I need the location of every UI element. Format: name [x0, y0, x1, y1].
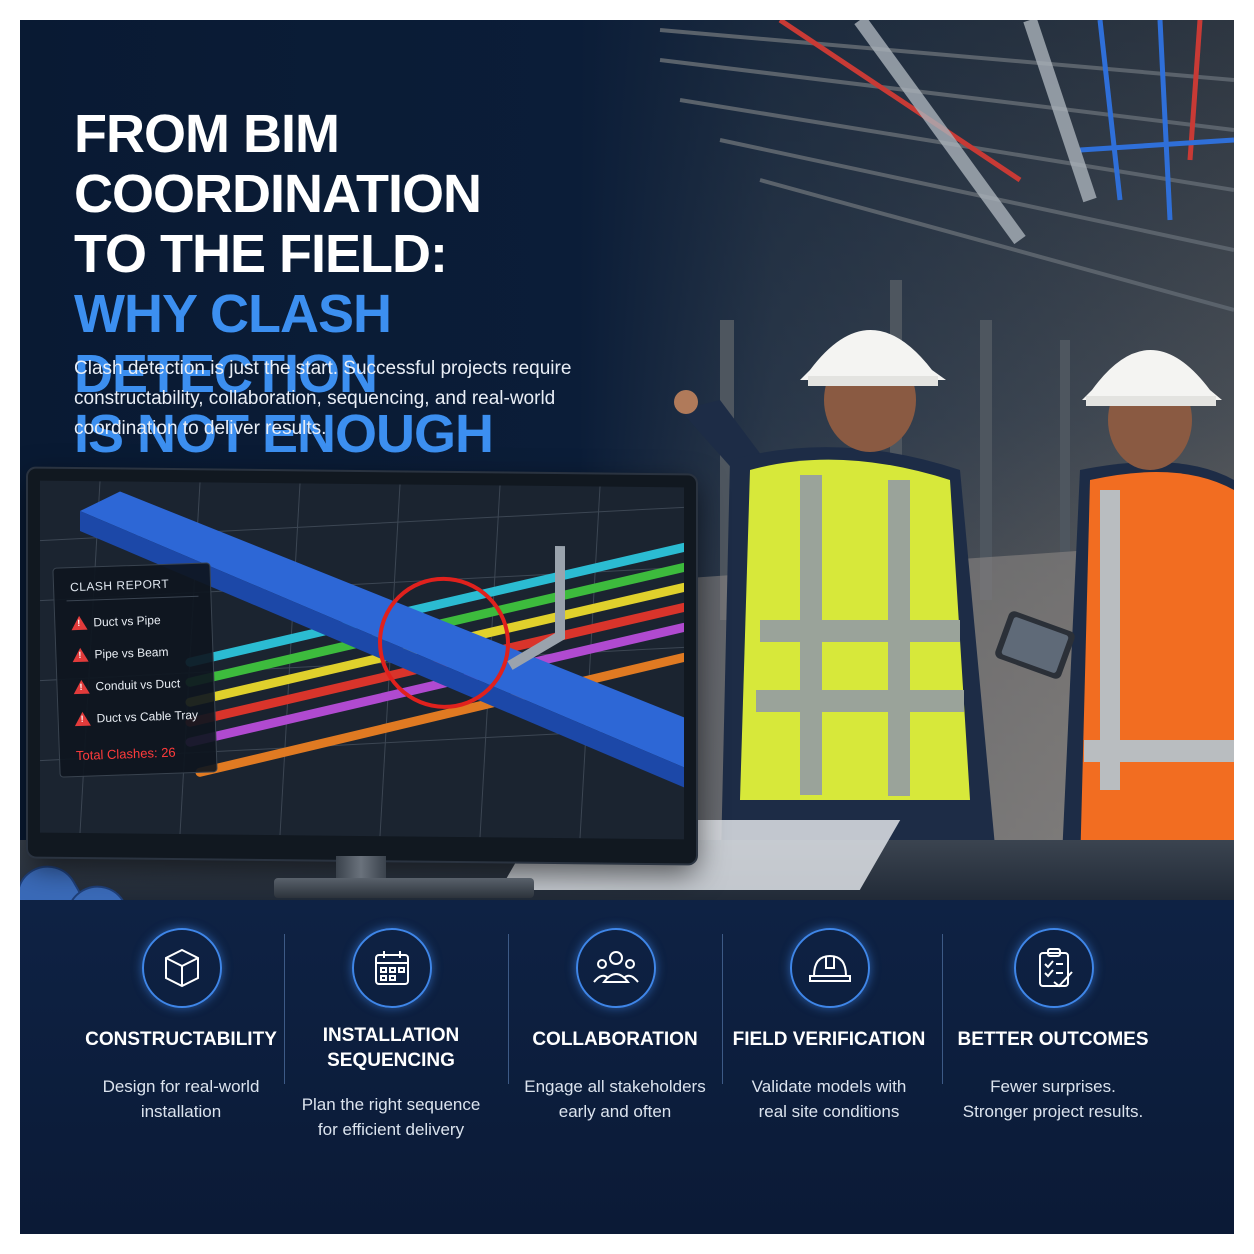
clash-item[interactable]: Pipe vs Beam [72, 644, 169, 663]
clash-report-title: CLASH REPORT [69, 576, 170, 595]
feature-divider [284, 934, 285, 1084]
feature-desc-line-1: Validate models with [751, 1077, 907, 1096]
feature-title: CONSTRUCTABILITY [85, 1029, 277, 1050]
clash-item[interactable]: Duct vs Cable Tray [74, 707, 199, 727]
bim-model-illustration [40, 481, 684, 839]
clash-report-panel: CLASH REPORT Duct vs Pipe Pipe vs Beam C… [52, 562, 218, 778]
monitor-base [274, 878, 534, 898]
feature-divider [508, 934, 509, 1084]
team-icon [576, 928, 656, 1008]
feature-title-line-2: SEQUENCING [327, 1050, 455, 1071]
features-band: CONSTRUCTABILITY Design for real-world i… [20, 900, 1234, 1234]
feature-desc-line-2: for efficient delivery [317, 1120, 465, 1139]
workers-illustration [674, 330, 1234, 900]
intro-text: Clash detection is just the start. Succe… [74, 358, 572, 439]
checklist-icon [1014, 928, 1094, 1008]
clash-item-label: Pipe vs Beam [94, 644, 169, 662]
warning-icon [72, 647, 89, 663]
feature-desc-line-2: Stronger project results. [962, 1102, 1144, 1121]
clash-item[interactable]: Duct vs Pipe [71, 613, 161, 631]
clash-item[interactable]: Conduit vs Duct [73, 676, 181, 695]
headline: FROM BIM COORDINATION TO THE FIELD: WHY … [74, 104, 694, 464]
feature-desc-line-1: Design for real-world [102, 1077, 260, 1096]
feature-title: FIELD VERIFICATION [732, 1029, 926, 1050]
feature-divider [722, 934, 723, 1084]
feature-installation-sequencing: INSTALLATION SEQUENCING Plan the right s… [284, 900, 498, 1234]
clash-item-label: Duct vs Pipe [93, 613, 161, 630]
total-clashes: Total Clashes: 26 [75, 744, 176, 764]
headline-line-2: TO THE FIELD: [74, 224, 448, 284]
feature-better-outcomes: BETTER OUTCOMES Fewer surprises. Stronge… [946, 900, 1160, 1234]
warning-icon [74, 711, 91, 727]
warning-icon [71, 615, 88, 631]
feature-divider [942, 934, 943, 1084]
feature-title-line-1: INSTALLATION [322, 1025, 460, 1046]
feature-desc-line-1: Plan the right sequence [301, 1095, 481, 1114]
headline-line-4: IS NOT ENOUGH [74, 404, 494, 464]
feature-desc-line-2: real site conditions [758, 1102, 900, 1121]
monitor [28, 468, 696, 864]
clash-item-label: Duct vs Cable Tray [96, 707, 199, 726]
feature-desc-line-2: early and often [558, 1102, 672, 1121]
poster: FROM BIM COORDINATION TO THE FIELD: WHY … [20, 20, 1234, 1234]
feature-desc-line-1: Engage all stakeholders [524, 1077, 706, 1096]
bim-model-view[interactable] [40, 480, 684, 840]
headline-line-1: FROM BIM COORDINATION [74, 104, 482, 224]
feature-desc-line-1: Fewer surprises. [990, 1077, 1116, 1096]
clash-report-divider [66, 595, 199, 602]
headline-line-3: WHY CLASH DETECTION [74, 284, 392, 404]
feature-constructability: CONSTRUCTABILITY Design for real-world i… [74, 900, 288, 1234]
clash-item-label: Conduit vs Duct [95, 676, 181, 694]
calendar-icon [352, 928, 432, 1008]
feature-collaboration: COLLABORATION Engage all stakeholders ea… [508, 900, 722, 1234]
warning-icon [73, 679, 90, 695]
feature-field-verification: FIELD VERIFICATION Validate models with … [722, 900, 936, 1234]
feature-desc-line-2: installation [140, 1102, 222, 1121]
cube-icon [142, 928, 222, 1008]
hard-hat-icon [790, 928, 870, 1008]
feature-title: COLLABORATION [532, 1029, 698, 1050]
feature-title: BETTER OUTCOMES [957, 1029, 1149, 1050]
